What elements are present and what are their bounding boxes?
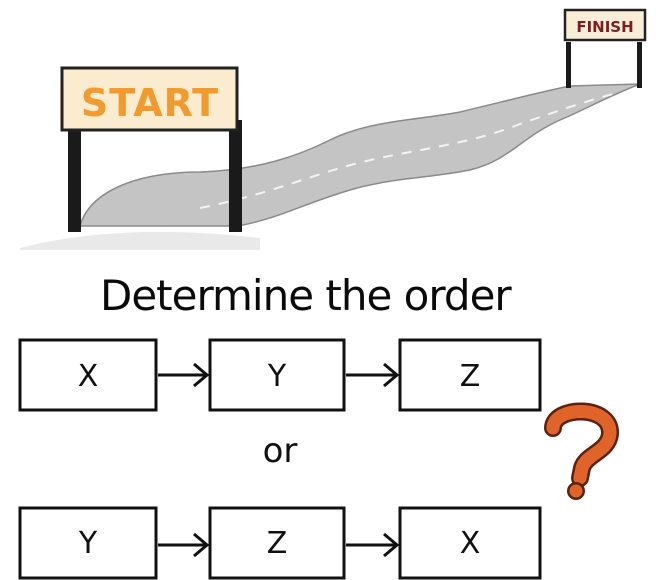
sequence-b: Y Z X [18, 506, 542, 580]
ground [20, 231, 260, 250]
arrow-icon [158, 532, 210, 558]
start-sign-label: START [81, 81, 219, 125]
heading: Determine the order [100, 271, 512, 320]
road-centerline [199, 91, 621, 209]
finish-sign-board [563, 8, 647, 42]
sequence-a: X Y Z [18, 338, 542, 412]
box-b1-label: Y [78, 526, 98, 561]
box-b1 [18, 506, 158, 580]
box-a1-label: X [78, 359, 99, 394]
arrow-icon [158, 362, 210, 388]
box-a2 [208, 338, 346, 412]
arrow-icon [346, 532, 400, 558]
box-a2-label: Y [267, 359, 287, 394]
connector-or: or [263, 431, 298, 471]
box-a1 [18, 338, 158, 412]
start-sign-board [60, 66, 239, 132]
question-mark-icon [544, 402, 619, 500]
finish-sign: FINISH [563, 8, 647, 88]
finish-sign-label: FINISH [576, 18, 633, 36]
box-a3 [398, 338, 542, 412]
box-a3-label: Z [460, 359, 481, 394]
box-b3-label: X [460, 526, 481, 561]
start-sign: START [60, 66, 242, 232]
arrow-icon [346, 362, 400, 388]
box-b2 [208, 506, 346, 580]
box-b3 [398, 506, 542, 580]
box-b2-label: Z [267, 526, 288, 561]
